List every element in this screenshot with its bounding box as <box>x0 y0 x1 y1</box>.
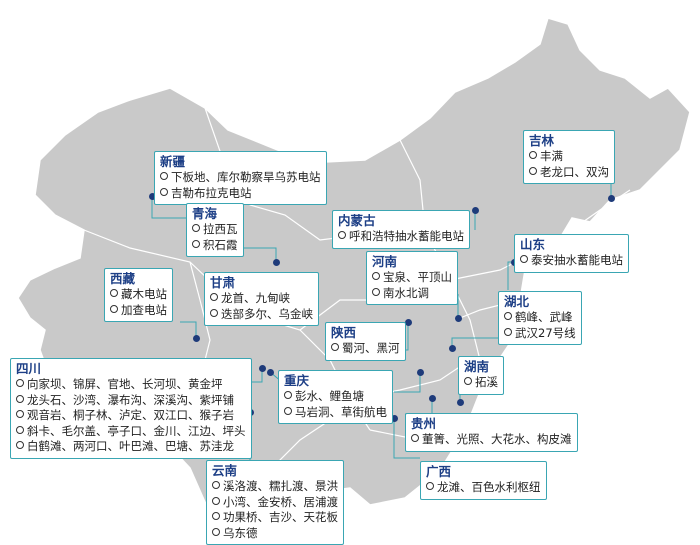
province-name-guangxi: 广西 <box>426 464 452 479</box>
site-item: 功果桥、吉沙、天花板 <box>212 510 338 526</box>
site-dot-guizhou <box>429 395 436 402</box>
site-item: 呼和浩特抽水蓄能电站 <box>338 229 464 245</box>
site-item: 丰满 <box>529 149 609 165</box>
site-item: 迭部多尔、乌金峡 <box>210 307 313 323</box>
label-box-gansu: 甘肃 龙首、九甸峡 迭部多尔、乌金峡 <box>204 272 319 326</box>
label-box-sichuan: 四川 向家坝、锦屏、官地、长河坝、黄金坪 龙头石、沙湾、瀑布沟、深溪沟、紫坪铺 … <box>10 358 252 459</box>
site-dot-guizhou-2 <box>391 415 398 422</box>
label-box-shandong: 山东 泰安抽水蓄能电站 <box>514 234 629 273</box>
site-item: 乌东德 <box>212 526 338 542</box>
province-name-gansu: 甘肃 <box>210 275 236 290</box>
label-box-shaanxi: 陕西 蜀河、黑河 <box>325 322 406 361</box>
province-name-qinghai: 青海 <box>192 206 218 221</box>
site-dot-xizang <box>193 335 200 342</box>
label-box-yunnan: 云南 溪洛渡、糯扎渡、景洪 小湾、金安桥、居浦渡 功果桥、吉沙、天花板 乌东德 <box>206 460 344 545</box>
site-dot-sichuan-1 <box>259 365 266 372</box>
province-name-shaanxi: 陕西 <box>331 325 357 340</box>
site-dot-hubei <box>449 345 456 352</box>
site-dot-jilin <box>608 195 615 202</box>
site-item: 拉西瓦 <box>192 222 238 238</box>
label-box-guangxi: 广西 龙滩、百色水利枢纽 <box>420 461 547 500</box>
site-item: 下板地、库尔勒察旱乌苏电站 <box>160 170 321 186</box>
site-item: 向家坝、锦屏、官地、长河坝、黄金坪 <box>16 377 246 393</box>
site-item: 溪洛渡、糯扎渡、景洪 <box>212 479 338 495</box>
label-box-hunan: 湖南 拓溪 <box>458 356 504 395</box>
site-item: 龙头石、沙湾、瀑布沟、深溪沟、紫坪铺 <box>16 393 246 409</box>
site-item: 宝泉、平顶山 <box>372 270 452 286</box>
province-name-xizang: 西藏 <box>110 271 136 286</box>
province-name-henan: 河南 <box>372 254 398 269</box>
site-dot-hunan <box>457 399 464 406</box>
site-dot-qinghai <box>273 259 280 266</box>
site-item: 拓溪 <box>464 375 498 391</box>
province-name-hubei: 湖北 <box>504 294 530 309</box>
site-dot-shaanxi <box>405 319 412 326</box>
site-item: 斜卡、毛尔盖、亭子口、金川、江边、坪头 <box>16 424 246 440</box>
site-item: 老龙口、双沟 <box>529 165 609 181</box>
province-name-hunan: 湖南 <box>464 359 490 374</box>
province-name-chongqing: 重庆 <box>284 373 310 388</box>
province-name-jilin: 吉林 <box>529 133 555 148</box>
province-name-guizhou: 贵州 <box>411 416 437 431</box>
site-item: 龙滩、百色水利枢纽 <box>426 480 541 496</box>
site-item: 龙首、九甸峡 <box>210 291 313 307</box>
site-item: 小湾、金安桥、居浦渡 <box>212 495 338 511</box>
province-name-sichuan: 四川 <box>16 361 42 376</box>
label-box-hubei: 湖北 鹤峰、武峰 武汉27号线 <box>498 291 582 345</box>
site-dot-henan <box>455 315 462 322</box>
site-item: 蜀河、黑河 <box>331 341 400 357</box>
site-item: 鹤峰、武峰 <box>504 310 576 326</box>
site-item: 观音岩、桐子林、泸定、双江口、猴子岩 <box>16 408 246 424</box>
label-box-qinghai: 青海 拉西瓦 积石霞 <box>186 203 244 257</box>
site-item: 泰安抽水蓄能电站 <box>520 253 623 269</box>
site-item: 彭水、鲤鱼塘 <box>284 389 387 405</box>
site-dot-sichuan-2 <box>267 369 274 376</box>
site-dot-neimenggu <box>472 207 479 214</box>
site-item: 白鹤滩、两河口、叶巴滩、巴塘、苏洼龙 <box>16 439 246 455</box>
province-name-neimenggu: 内蒙古 <box>338 213 376 228</box>
province-name-xinjiang: 新疆 <box>160 154 186 169</box>
label-box-henan: 河南 宝泉、平顶山 南水北调 <box>366 251 458 305</box>
label-box-jilin: 吉林 丰满 老龙口、双沟 <box>523 130 615 184</box>
site-item: 武汉27号线 <box>504 326 576 342</box>
site-item: 南水北调 <box>372 286 452 302</box>
site-item: 吉勒布拉克电站 <box>160 186 321 202</box>
label-box-xinjiang: 新疆 下板地、库尔勒察旱乌苏电站 吉勒布拉克电站 <box>154 151 327 205</box>
site-dot-xinjiang <box>149 193 156 200</box>
site-item: 藏木电站 <box>110 287 167 303</box>
label-box-xizang: 西藏 藏木电站 加查电站 <box>104 268 173 322</box>
site-item: 马岩洞、草街航电 <box>284 405 387 421</box>
label-box-guizhou: 贵州 董箐、光照、大花水、构皮滩 <box>405 413 578 452</box>
site-item: 积石霞 <box>192 238 238 254</box>
site-item: 董箐、光照、大花水、构皮滩 <box>411 432 572 448</box>
province-name-shandong: 山东 <box>520 237 546 252</box>
site-item: 加查电站 <box>110 303 167 319</box>
label-box-chongqing: 重庆 彭水、鲤鱼塘 马岩洞、草街航电 <box>278 370 393 424</box>
site-dot-chongqing <box>417 369 424 376</box>
province-name-yunnan: 云南 <box>212 463 238 478</box>
label-box-neimenggu: 内蒙古 呼和浩特抽水蓄能电站 <box>332 210 470 249</box>
